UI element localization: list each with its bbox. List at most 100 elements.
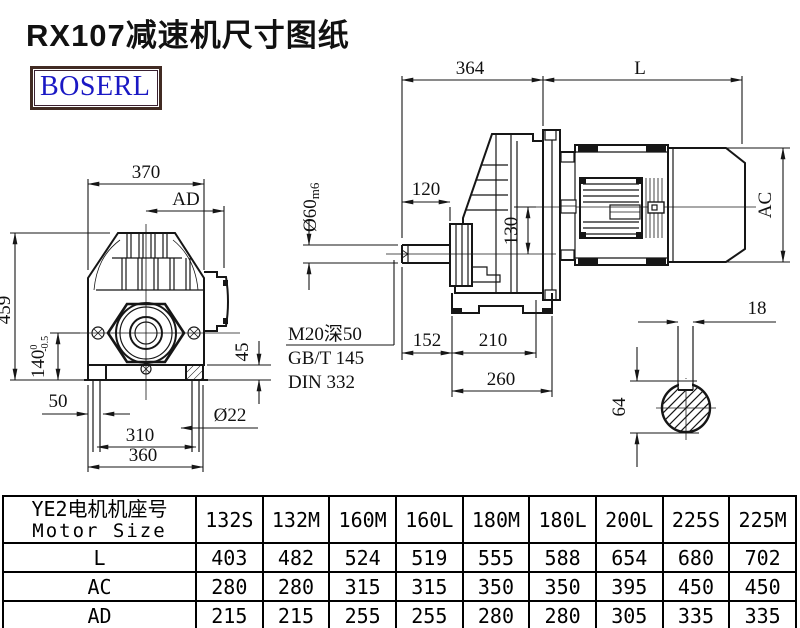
cell: 702 — [728, 542, 797, 573]
dim-L-label: L — [634, 58, 646, 79]
header-motor-size-cn: YE2电机机座号 — [31, 497, 168, 521]
note-gbt-label: GB/T 145 — [288, 348, 364, 369]
motor-size-table: YE2电机机座号 Motor Size 132S 132M 160M 160L … — [2, 495, 797, 628]
row-label: AC — [2, 571, 197, 602]
cell: 335 — [728, 600, 797, 628]
cooling-ribs-side — [466, 134, 518, 293]
col-header: 200L — [594, 495, 664, 544]
motor — [559, 144, 746, 266]
output-bore — [129, 316, 163, 350]
spec-table-container: YE2电机机座号 Motor Size 132S 132M 160M 160L … — [2, 495, 797, 628]
dim-370-label: 370 — [132, 162, 161, 183]
logo-frame: BOSERL — [30, 66, 163, 110]
dim-18: 18 — [638, 298, 776, 325]
dim-dia60: Ø60m6 — [300, 182, 398, 290]
gearbox-housing-side — [449, 133, 544, 294]
foot-left — [87, 364, 107, 381]
hex-boss — [106, 302, 186, 364]
dim-210: 210 — [451, 300, 537, 358]
dim-dia22: Ø22 — [180, 405, 258, 431]
dim-364: 364 — [401, 58, 544, 238]
dim-459-label: 459 — [0, 296, 15, 325]
col-header: 180L — [528, 495, 597, 544]
dim-64: 64 — [609, 347, 699, 467]
cell: 315 — [394, 571, 464, 602]
bearing-housing — [449, 223, 473, 287]
col-header: 225S — [661, 495, 731, 544]
dim-120-label: 120 — [412, 179, 441, 200]
dim-210-label: 210 — [479, 330, 508, 351]
note-din-label: DIN 332 — [288, 372, 355, 393]
cell: 555 — [461, 542, 531, 573]
row-label: L — [2, 542, 197, 573]
cell: 280 — [261, 571, 331, 602]
cell: 450 — [728, 571, 797, 602]
cell: 280 — [461, 600, 531, 628]
cell: 315 — [328, 571, 397, 602]
cell: 280 — [528, 600, 597, 628]
note-m20-label: M20深50 — [288, 323, 362, 345]
dim-AC: AC — [700, 147, 790, 263]
dim-310: 310 — [96, 425, 197, 450]
row-label: AD — [2, 600, 197, 628]
table-row-AC: AC 280 280 315 315 350 350 395 450 450 — [2, 571, 797, 602]
dim-152: 152 — [401, 267, 453, 397]
dim-360: 360 — [87, 385, 204, 472]
motor-shaft-stub — [560, 199, 577, 214]
dim-459: 459 — [0, 232, 110, 381]
cell: 680 — [661, 542, 731, 573]
screw-bottom — [140, 363, 152, 375]
base-foot-side — [451, 293, 553, 314]
col-header: 132S — [195, 495, 264, 544]
dim-45: 45 — [207, 341, 271, 404]
page-title: RX107减速机尺寸图纸 — [26, 18, 350, 53]
cell: 654 — [594, 542, 664, 573]
dim-260-label: 260 — [487, 369, 516, 390]
dim-50: 50 — [42, 385, 130, 472]
technical-drawing: 370 AD 459 1400-0.5 — [0, 58, 790, 472]
header-motor-size-en: Motor Size — [32, 520, 167, 542]
dim-50-label: 50 — [49, 391, 68, 412]
screw-right — [187, 326, 201, 340]
adapter-flange — [542, 129, 561, 301]
dim-64-label: 64 — [609, 397, 630, 417]
terminal-mark — [647, 201, 665, 214]
dim-45-label: 45 — [232, 343, 253, 362]
cell: 255 — [394, 600, 464, 628]
dim-130-label: 130 — [501, 217, 522, 246]
cell: 335 — [661, 600, 731, 628]
table-row-L: L 403 482 524 519 555 588 654 680 702 — [2, 542, 797, 573]
brand-logo: BOSERL — [40, 71, 151, 102]
dim-120: 120 — [401, 179, 451, 221]
dim-130: 130 — [501, 206, 536, 255]
table-header-row: YE2电机机座号 Motor Size 132S 132M 160M 160L … — [2, 495, 797, 544]
dim-140: 1400-0.5 — [28, 332, 80, 381]
motor-flange-bump — [204, 271, 229, 332]
col-header: 160M — [328, 495, 397, 544]
screw-left — [91, 326, 105, 340]
dim-140-label: 1400-0.5 — [28, 336, 51, 378]
dim-370: 370 — [87, 162, 205, 270]
cell: 350 — [528, 571, 597, 602]
dim-152-label: 152 — [413, 330, 442, 351]
cell: 350 — [461, 571, 531, 602]
cell: 588 — [528, 542, 597, 573]
dim-ad-label: AD — [172, 189, 199, 210]
cell: 215 — [261, 600, 331, 628]
cell: 524 — [328, 542, 397, 573]
header-motor-size: YE2电机机座号 Motor Size — [2, 495, 197, 544]
dim-360-label: 360 — [129, 445, 158, 466]
cooling-ribs-front — [121, 233, 191, 290]
col-header: 160L — [394, 495, 464, 544]
cell: 280 — [195, 571, 264, 602]
col-header: 132M — [261, 495, 331, 544]
cell: 215 — [195, 600, 264, 628]
thread-note: M20深50 GB/T 145 DIN 332 — [286, 260, 395, 393]
dim-AC-label: AC — [755, 192, 776, 218]
cell: 305 — [594, 600, 664, 628]
cell: 482 — [261, 542, 331, 573]
cell: 450 — [661, 571, 731, 602]
dim-260: 260 — [451, 316, 553, 397]
col-header: 225M — [728, 495, 797, 544]
dim-ad: AD — [145, 189, 225, 268]
